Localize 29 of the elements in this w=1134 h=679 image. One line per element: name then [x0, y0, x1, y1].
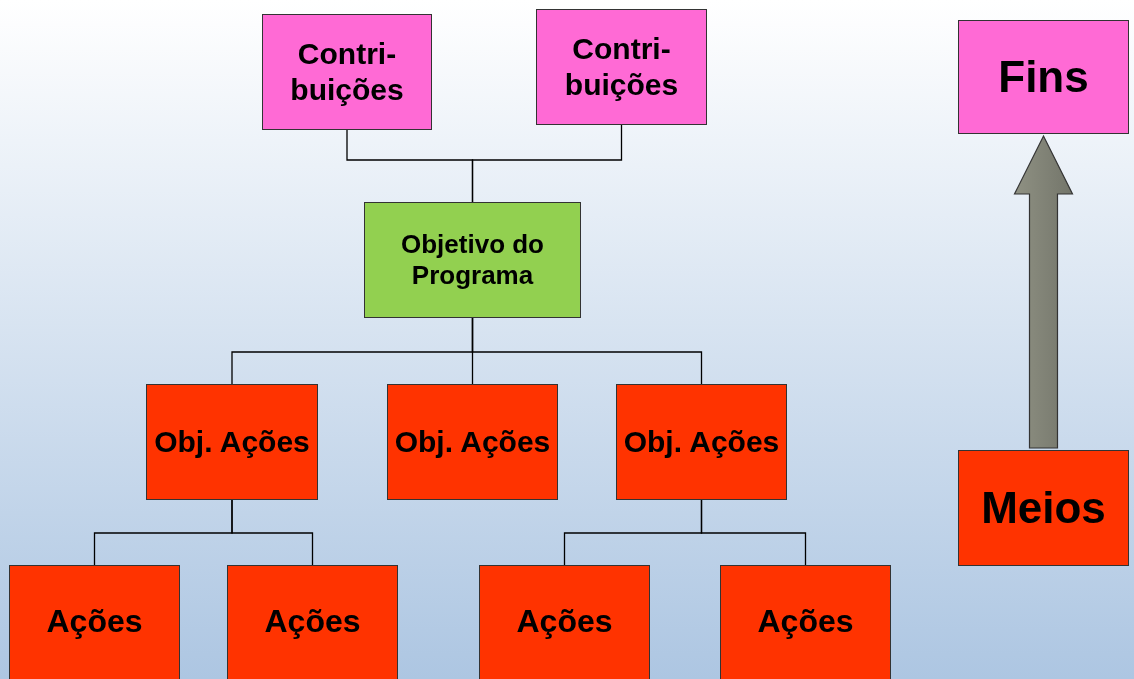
box-label: Ações: [46, 602, 143, 641]
box-label: Obj. Ações: [394, 424, 551, 460]
label-box: [958, 450, 1129, 566]
label-box: [146, 384, 318, 500]
box-label: Objetivo do Programa: [400, 228, 545, 292]
label-box: [364, 202, 581, 318]
connector-line: [700, 499, 807, 566]
label-box: [262, 14, 432, 130]
label-box: [536, 9, 707, 125]
label-box: [9, 565, 180, 679]
connector-line: [471, 124, 623, 203]
block-arrow: [1013, 134, 1074, 449]
box-label: Contri- buições: [563, 31, 680, 103]
box-label: Ações: [516, 602, 613, 641]
box-label: Ações: [757, 602, 854, 641]
label-box: [720, 565, 891, 679]
label-box: [479, 565, 650, 679]
box-label: Ações: [264, 602, 361, 641]
connector-line: [471, 317, 703, 385]
connector-line: [231, 499, 314, 566]
box-label: Fins: [998, 50, 1089, 103]
box-label: Obj. Ações: [623, 424, 780, 460]
label-box: [387, 384, 558, 500]
label-box: [616, 384, 787, 500]
label-box: [227, 565, 398, 679]
label-box: [958, 20, 1129, 134]
box-label: Obj. Ações: [154, 424, 310, 460]
box-label: Contri- buições: [289, 36, 405, 108]
box-label: Meios: [981, 481, 1106, 534]
